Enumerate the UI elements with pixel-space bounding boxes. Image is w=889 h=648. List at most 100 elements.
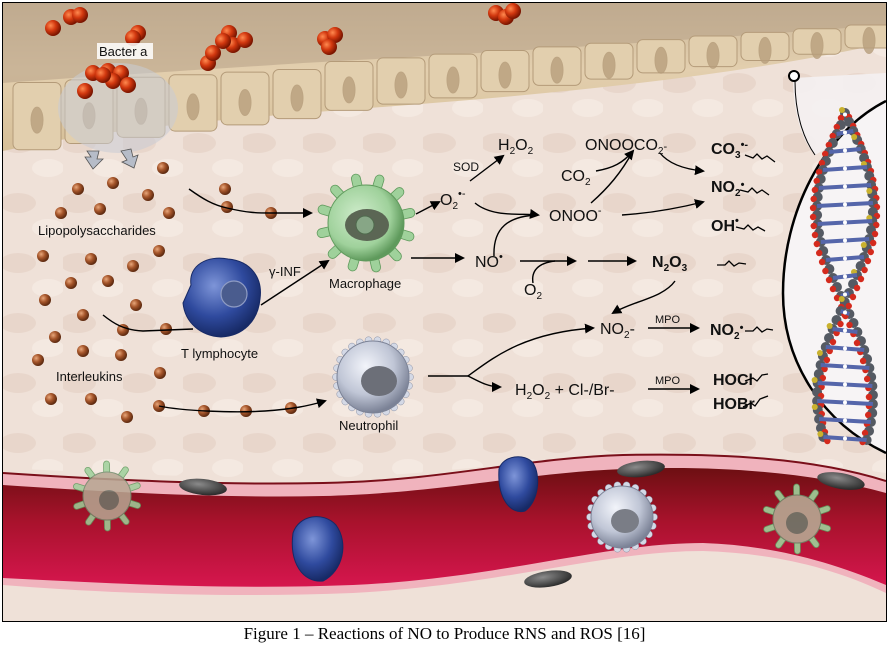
bacterium — [327, 27, 343, 43]
bacterium — [77, 83, 93, 99]
cell-nucleus — [186, 93, 200, 121]
superoxide-to-h2o2-arrow — [469, 154, 505, 182]
dna-atom — [853, 339, 861, 347]
nitrite-label: NO2- — [600, 321, 635, 341]
endothelial-nucleus — [817, 472, 865, 490]
dna-atom — [810, 195, 817, 203]
dna-atom — [816, 350, 823, 356]
cytokine-bead — [117, 324, 129, 336]
dna-atom — [829, 338, 837, 346]
dna-atom — [818, 159, 826, 167]
interleukins-label: Interleukins — [56, 369, 123, 384]
hydroxyl-radical-label: OH• — [711, 215, 739, 235]
tcell-to-macrophage-arrow — [260, 259, 330, 306]
cytokine-bead — [240, 405, 252, 417]
dna-atom — [843, 292, 847, 297]
dna-atom — [843, 310, 847, 315]
il-to-neutrophil-arrow — [158, 398, 327, 413]
dna-atom — [851, 134, 858, 140]
down-arrow-icon — [120, 148, 139, 169]
neutrophil-to-nitrite-arrow — [467, 323, 595, 377]
vessel-macrophage-left — [73, 460, 141, 532]
bacteria-label-bg — [97, 43, 153, 59]
endothelial-nucleus — [179, 478, 227, 496]
dna-atom — [821, 150, 829, 158]
dna-atom — [871, 230, 879, 238]
cytokine-bead — [72, 183, 84, 195]
cytokine-bead — [32, 354, 44, 366]
macrophage-cell — [316, 173, 416, 273]
neutrophil-cell — [332, 336, 414, 418]
neutrophil-to-h2o2-arrow — [467, 375, 502, 392]
vessel-macrophage-right — [763, 483, 831, 555]
bacterium — [95, 67, 111, 83]
dna-atom — [843, 328, 847, 333]
cell-nucleus — [862, 27, 876, 55]
cytokine-bead — [55, 207, 67, 219]
cell-nucleus — [342, 76, 356, 104]
co2-label: CO2 — [561, 168, 591, 188]
dna-damage-zigzags — [717, 153, 776, 408]
lps-to-macrophage-arrow — [188, 188, 313, 218]
dna-atom — [863, 375, 871, 383]
cytokine-bead — [121, 411, 133, 423]
dna-atom — [815, 168, 823, 176]
dna-atom — [843, 130, 847, 135]
bacterium — [72, 7, 88, 23]
cell-nucleus — [30, 106, 44, 134]
cell-nucleus — [654, 46, 668, 74]
t-lymphocyte-label: T lymphocyte — [181, 346, 258, 361]
dna-atom — [843, 400, 847, 405]
dna-atom — [843, 346, 847, 351]
onoo-to-onoococo2-arrow — [590, 150, 634, 204]
h2o2-halide-label: H2O2 + Cl-/Br- — [515, 382, 615, 402]
cytokine-bead — [127, 260, 139, 272]
dna-magnifier — [781, 70, 886, 455]
cytokine-bead — [107, 177, 119, 189]
cytokine-particles — [32, 162, 297, 423]
sod-label: SOD — [453, 160, 479, 174]
endothelial-nucleus — [617, 460, 665, 478]
peroxynitrite-label: ONOO- — [549, 205, 602, 225]
dna-atom — [865, 393, 873, 401]
zigzag-icon — [742, 395, 769, 408]
carbonate-radical-label: CO3•- — [711, 139, 748, 161]
bacterium — [237, 32, 253, 48]
cell-nucleus — [602, 51, 616, 79]
co2-to-onoococo2-arrow — [595, 149, 635, 172]
blood-vessel — [3, 453, 886, 621]
dna-atom — [843, 256, 847, 261]
dna-atom — [853, 284, 861, 292]
dna-atom — [861, 429, 869, 437]
dna-atom — [825, 276, 833, 284]
dna-atom — [817, 431, 824, 437]
il-to-tcell-line — [102, 314, 194, 332]
diagram-canvas: Bacter a Lipopolysaccharides Interleukin… — [3, 3, 886, 621]
nitrogen-dioxide-mpo-label: NO2• — [710, 322, 744, 342]
superoxide-label: O2•- — [440, 188, 466, 212]
dna-atom — [865, 411, 872, 419]
cytokine-bead — [94, 203, 106, 215]
zigzag-icon — [739, 187, 770, 196]
bacterium — [215, 33, 231, 49]
cytokine-bead — [77, 309, 89, 321]
dna-atom — [849, 293, 857, 301]
cytokine-bead — [102, 275, 114, 287]
cytokine-bead — [85, 253, 97, 265]
figure-caption: Figure 1 – Reactions of NO to Produce RN… — [243, 624, 646, 643]
reaction-arrows — [411, 149, 705, 394]
dna-atom — [843, 274, 847, 279]
hypobromous-acid-label: HOBr — [713, 396, 755, 413]
cell-nucleus — [394, 71, 408, 99]
bacterium — [205, 45, 221, 61]
n2o3-to-nitrite-arrow — [611, 280, 676, 315]
cytokine-bead — [154, 367, 166, 379]
nitrogen-dioxide-label: NO2• — [711, 179, 745, 199]
oxygen-label: O2 — [524, 282, 542, 302]
cytokine-bead — [77, 345, 89, 357]
bacterium — [120, 77, 136, 93]
dna-atom — [867, 248, 874, 256]
cytokine-bead — [153, 245, 165, 257]
zigzag-icon — [744, 153, 776, 163]
cytokine-bead — [39, 294, 51, 306]
